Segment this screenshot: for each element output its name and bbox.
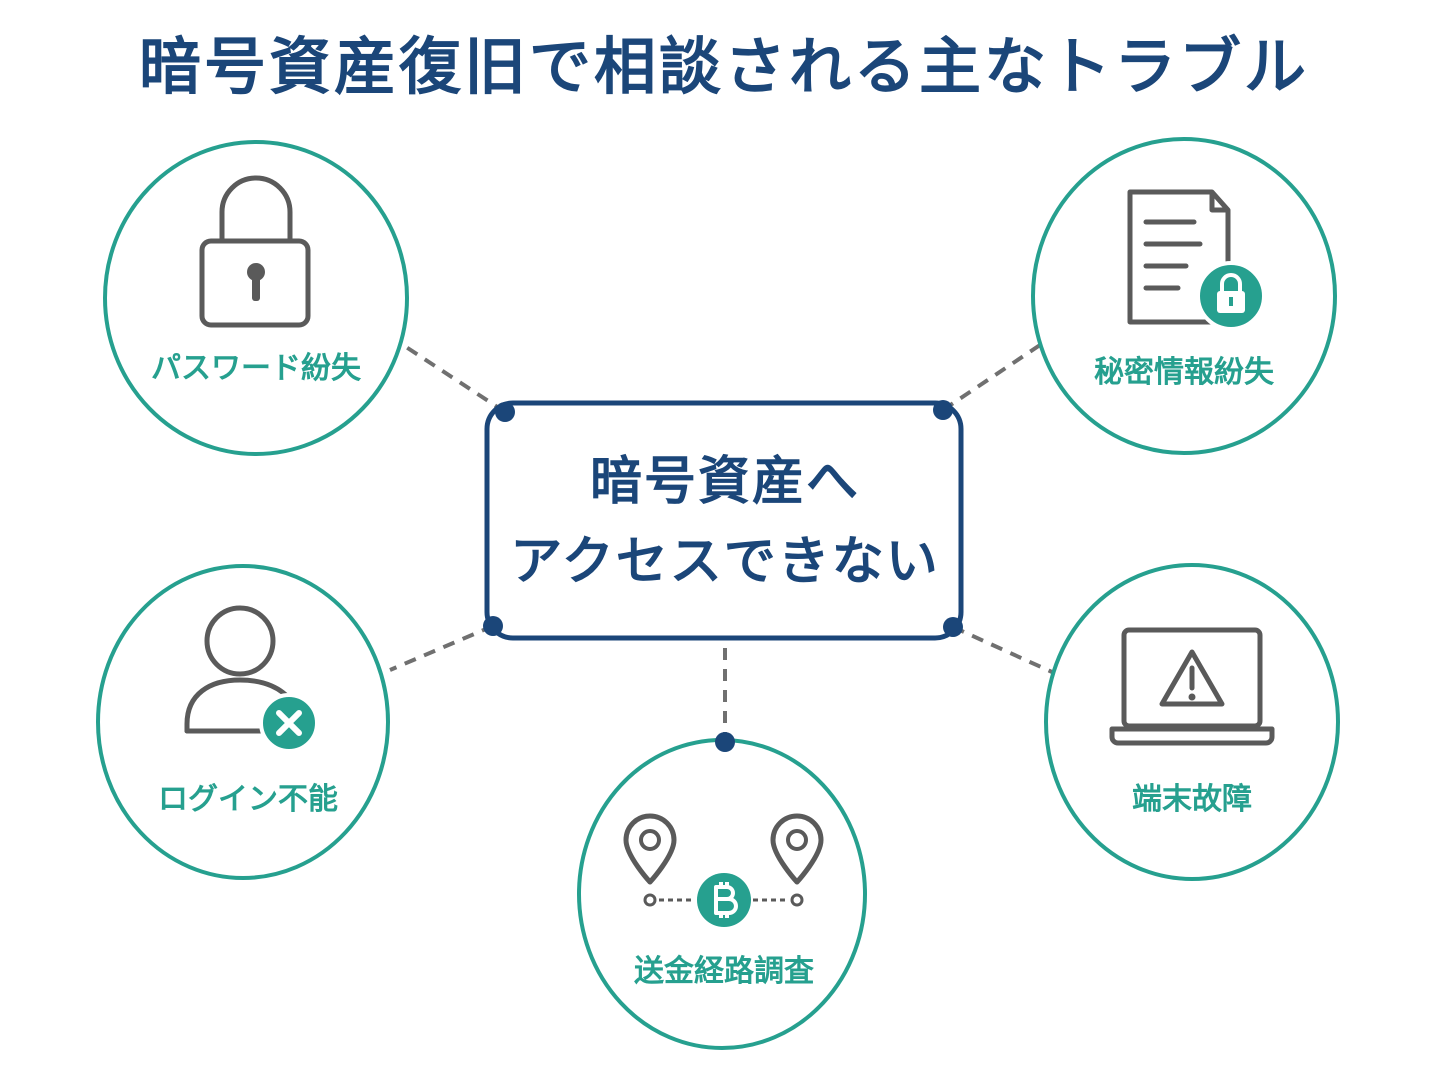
locked-document-icon (1127, 189, 1266, 331)
laptop-warning-icon (1109, 627, 1275, 746)
connector-dot (933, 400, 953, 420)
connector-dot (495, 402, 515, 422)
bitcoin-route-icon (623, 813, 824, 927)
node-label-password: パスワード紛失 (151, 351, 361, 386)
connector-dot (483, 616, 503, 636)
node-label-login: ログイン不能 (158, 782, 338, 817)
connector-secret (941, 343, 1042, 412)
connector-device (952, 625, 1053, 674)
center-box (484, 400, 964, 641)
connectors (389, 341, 1053, 742)
page-title: 暗号資産復旧で相談される主なトラブル (138, 30, 1309, 103)
node-circle-secret (1031, 137, 1337, 455)
user-blocked-icon (184, 605, 319, 753)
node-label-device: 端末故障 (1132, 782, 1252, 817)
node-label-secret: 秘密情報紛失 (1094, 355, 1274, 390)
center-label-line1: 暗号資産へ (589, 452, 860, 512)
lock-icon (199, 175, 311, 328)
node-circle-device (1044, 563, 1340, 881)
center-label-line2: アクセスできない (510, 532, 940, 592)
connector-login (389, 624, 494, 672)
connector-dot (715, 732, 735, 752)
center-label: 暗号資産へ アクセスできない (488, 442, 962, 602)
node-label-route: 送金経路調査 (634, 954, 814, 989)
connector-dot (943, 617, 963, 637)
node-circle-login (96, 564, 390, 880)
connector-password (398, 341, 507, 414)
